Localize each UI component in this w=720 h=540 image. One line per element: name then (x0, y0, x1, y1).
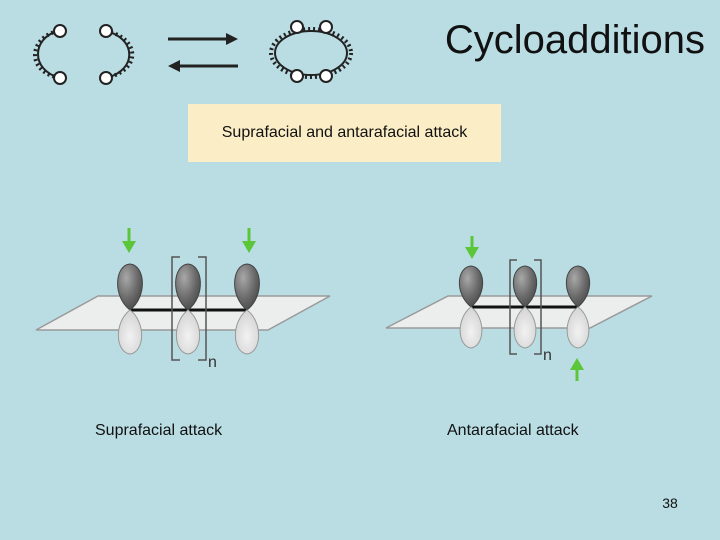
antarafacial-caption: Antarafacial attack (447, 422, 579, 439)
suprafacial-orbital-diagram: n (35, 228, 331, 371)
dienophile-fragment-icon (99, 24, 135, 85)
p-orbital (512, 265, 538, 349)
antarafacial-orbital-diagram: n (385, 236, 653, 381)
p-orbital (117, 263, 143, 355)
attack-arrow-icon (570, 358, 584, 381)
subtitle-text: Suprafacial and antarafacial attack (221, 124, 468, 141)
n-subscript-label: n (543, 347, 552, 364)
suprafacial-caption: Suprafacial attack (95, 422, 223, 439)
repeat-bracket (509, 259, 542, 355)
attack-arrow-icon (465, 236, 479, 259)
p-orbital (458, 265, 484, 349)
p-orbital (565, 265, 591, 349)
cyclic-product-icon (269, 20, 353, 83)
slide-title: Cycloadditions (444, 18, 705, 62)
equilibrium-arrows-icon (168, 33, 238, 72)
attack-arrow-icon (122, 228, 136, 253)
page-number: 38 (662, 495, 678, 511)
n-subscript-label: n (208, 354, 217, 371)
attack-arrow-icon (242, 228, 256, 253)
subtitle-box: Suprafacial and antarafacial attack (188, 104, 501, 162)
p-orbital (234, 263, 260, 355)
repeat-bracket (171, 256, 207, 361)
diene-fragment-icon (33, 24, 67, 85)
p-orbital (175, 263, 201, 355)
